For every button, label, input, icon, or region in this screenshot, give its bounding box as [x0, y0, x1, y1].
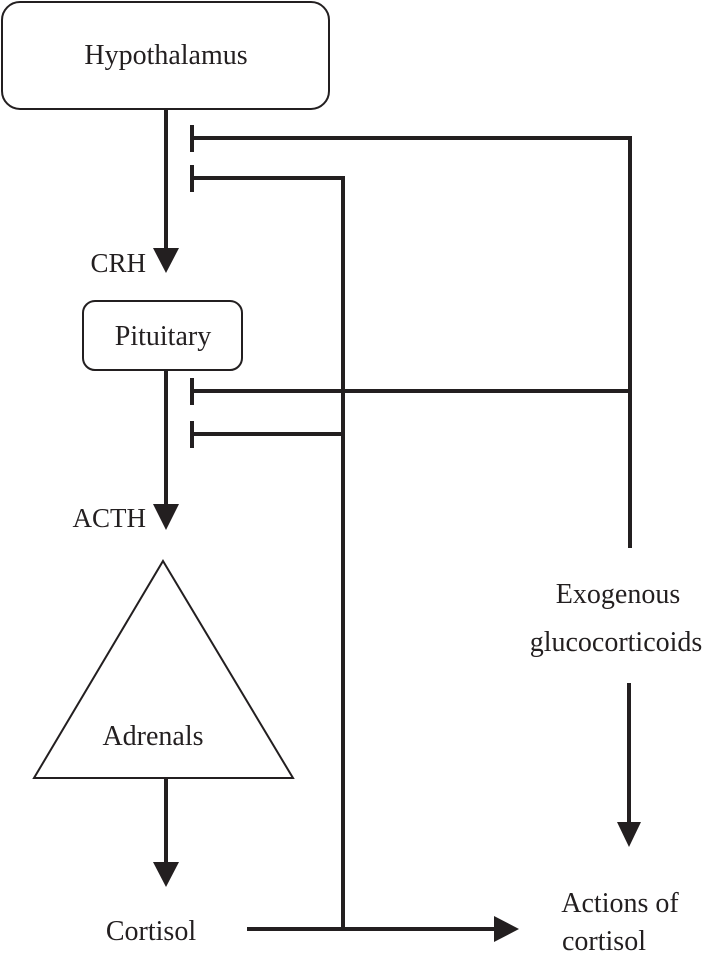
crh-label: CRH — [90, 248, 146, 278]
cortisol-feedback-line — [192, 176, 345, 930]
crh-arrowhead-icon — [153, 248, 179, 273]
acth-arrowhead-icon — [153, 504, 179, 530]
exogenous-feedback-line-hypothalamus — [192, 136, 632, 548]
pituitary-label: Pituitary — [115, 321, 211, 352]
exogenous-label-line1: Exogenous — [556, 579, 680, 610]
cortisol-label: Cortisol — [106, 916, 196, 947]
actions-label-line1: Actions of — [561, 888, 679, 919]
adrenals-label: Adrenals — [102, 721, 203, 752]
actions-label-line2: cortisol — [562, 926, 646, 954]
hypothalamus-label: Hypothalamus — [84, 40, 247, 71]
cortisol-arrowhead-icon — [153, 862, 179, 887]
acth-label: ACTH — [73, 503, 147, 533]
actions-arrowhead-icon — [494, 916, 519, 942]
exogenous-actions-arrowhead-icon — [617, 822, 641, 847]
pituitary-box — [82, 300, 243, 371]
adrenals-triangle — [32, 559, 295, 779]
exogenous-label-line2: glucocorticoids — [530, 627, 703, 658]
